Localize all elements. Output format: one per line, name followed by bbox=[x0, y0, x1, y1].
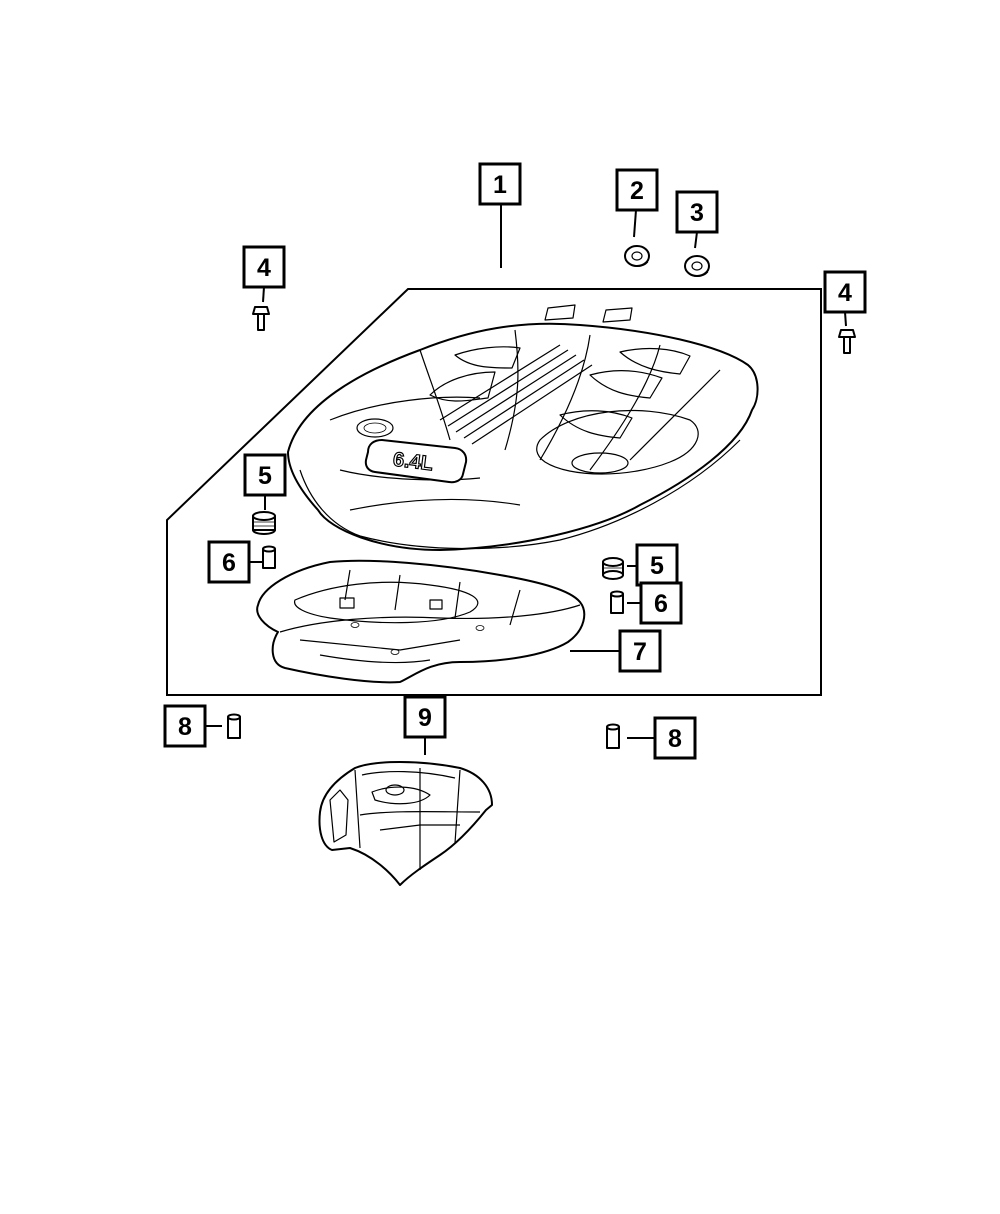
callout-4-left: 4 bbox=[242, 245, 286, 289]
callout-5-left: 5 bbox=[243, 453, 287, 497]
callout-4-left-label: 4 bbox=[257, 254, 271, 282]
callout-8-right-label: 8 bbox=[668, 725, 682, 753]
callout-9: 9 bbox=[403, 695, 447, 739]
callout-6-left: 6 bbox=[207, 540, 251, 584]
callout-7: 7 bbox=[618, 629, 662, 673]
callout-3-label: 3 bbox=[690, 199, 704, 227]
callout-6-right-label: 6 bbox=[654, 590, 668, 618]
callout-9-label: 9 bbox=[418, 704, 432, 732]
callout-8-right: 8 bbox=[653, 716, 697, 760]
callout-5-left-label: 5 bbox=[258, 462, 272, 490]
callout-4-right: 4 bbox=[823, 270, 867, 314]
callout-3: 3 bbox=[675, 190, 719, 234]
callout-8-left: 8 bbox=[163, 704, 207, 748]
sleeve-part-6-left bbox=[262, 545, 276, 569]
isolator-part-5-right bbox=[602, 557, 624, 580]
displacement-emblem: 6.4L bbox=[364, 439, 468, 484]
bolt-part-4-left bbox=[252, 306, 270, 331]
grommet-part-2 bbox=[624, 245, 650, 267]
bolt-part-4-right bbox=[838, 329, 856, 354]
callout-8-left-label: 8 bbox=[178, 713, 192, 741]
callout-2-label: 2 bbox=[630, 177, 644, 205]
sleeve-part-6-right bbox=[610, 590, 624, 614]
engine-cover: 6.4L bbox=[287, 304, 759, 551]
callout-2: 2 bbox=[615, 168, 659, 212]
spacer-part-8-right bbox=[606, 723, 620, 749]
callout-7-label: 7 bbox=[633, 638, 647, 666]
callout-5-right: 5 bbox=[635, 543, 679, 587]
callout-6-left-label: 6 bbox=[222, 549, 236, 577]
callout-6-right: 6 bbox=[639, 581, 683, 625]
emblem-text: 6.4L bbox=[392, 449, 434, 476]
cover-insulator bbox=[256, 559, 586, 684]
isolator-part-5-left bbox=[252, 511, 276, 535]
grommet-part-3 bbox=[684, 255, 710, 277]
callout-5-right-label: 5 bbox=[650, 552, 664, 580]
callout-1-label: 1 bbox=[493, 171, 507, 199]
callout-1: 1 bbox=[478, 162, 522, 206]
spacer-part-8-left bbox=[227, 713, 241, 739]
callout-4-right-label: 4 bbox=[838, 279, 852, 307]
leader-lines bbox=[205, 204, 847, 755]
assembly-frame bbox=[166, 288, 822, 696]
side-shield bbox=[318, 761, 493, 886]
